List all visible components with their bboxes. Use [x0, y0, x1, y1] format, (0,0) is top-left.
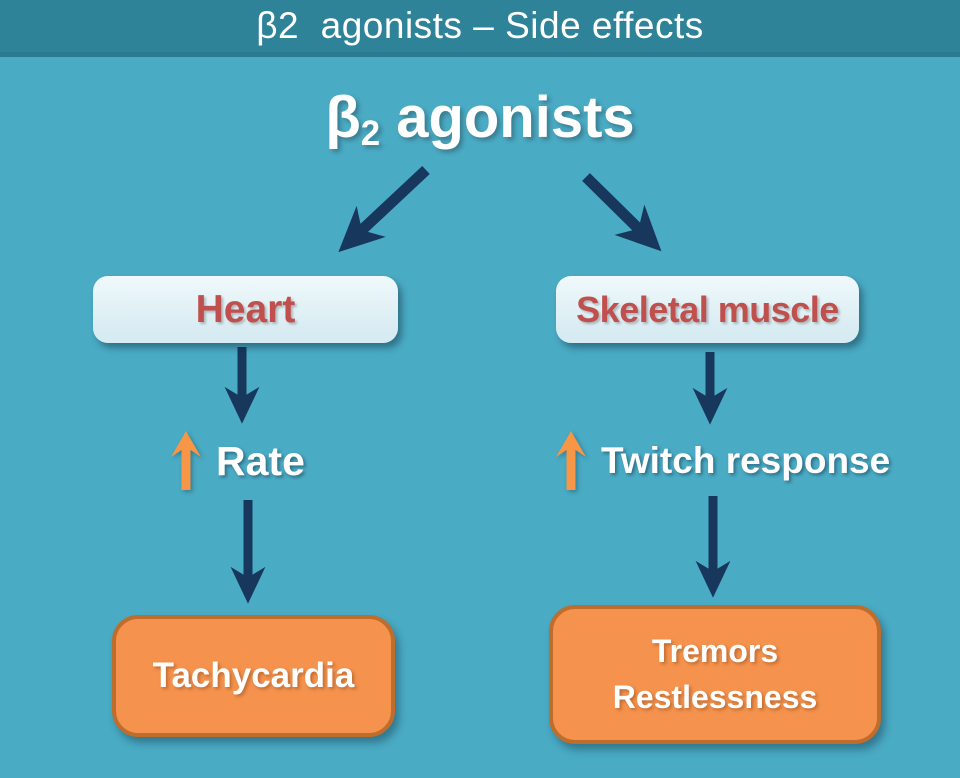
effect-label-rate: Rate [216, 437, 305, 484]
header-bar: β2 agonists – Side effects [0, 0, 960, 57]
outcome-label-tachycardia: Tachycardia [152, 656, 355, 695]
outcome-label-tremors: Tremors [651, 633, 779, 670]
increase-arrow-icon [556, 431, 586, 490]
organ-label-skeletal-muscle: Skeletal muscle [576, 288, 839, 330]
effect-twitch-response: Twitch response [553, 430, 890, 492]
organ-box-heart: Heart [93, 276, 398, 343]
outcome-label-restlessness: Restlessness [612, 678, 818, 715]
main-title-beta: β [325, 85, 361, 150]
main-title: β2 agonists [0, 84, 960, 153]
outcome-box-tremors-restlessness: Tremors Restlessness [549, 605, 881, 744]
organ-box-skeletal-muscle: Skeletal muscle [556, 276, 859, 343]
header-title: β2 agonists – Side effects [256, 5, 704, 46]
effect-rate: Rate [168, 430, 305, 492]
arrow-title-to-skeletal [582, 173, 662, 252]
main-title-subscript: 2 [360, 113, 381, 153]
effect-label-twitch-response: Twitch response [601, 440, 891, 481]
main-title-rest: agonists [380, 85, 635, 150]
increase-arrow-icon [171, 431, 201, 490]
organ-label-heart: Heart [195, 287, 296, 331]
arrow-title-to-heart [338, 165, 430, 253]
outcome-box-tachycardia: Tachycardia [112, 615, 395, 737]
